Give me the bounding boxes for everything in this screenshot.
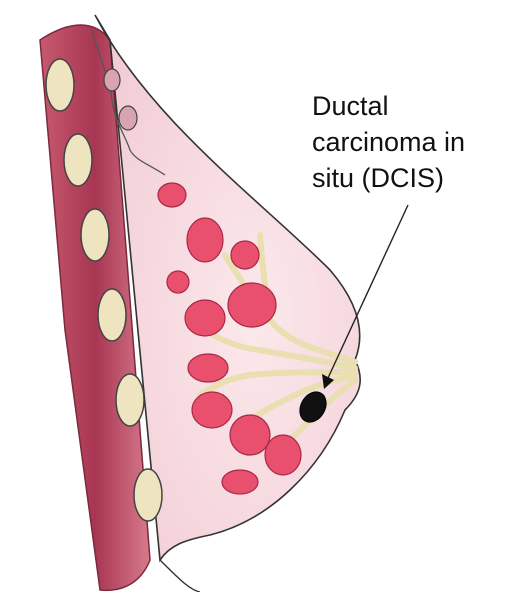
rib (81, 209, 109, 261)
lymph-node (119, 106, 137, 130)
annotation-label-line-2: carcinoma in (312, 126, 465, 158)
lobule (222, 470, 258, 494)
skin-edge (160, 560, 200, 592)
annotation-label-line-3: situ (DCIS) (312, 162, 444, 194)
rib (46, 59, 74, 111)
annotation-label-line-1: Ductal (312, 90, 389, 122)
lobule (188, 354, 228, 382)
lobule (158, 183, 186, 207)
rib (116, 374, 144, 426)
lymph-node (104, 69, 120, 91)
lobule (230, 415, 270, 455)
lobule (231, 241, 259, 269)
lobule (192, 392, 232, 428)
lobule (187, 218, 223, 262)
rib (98, 289, 126, 341)
rib (134, 469, 162, 521)
lobule (265, 435, 301, 475)
rib (64, 134, 92, 186)
lobule (185, 300, 225, 336)
lobule (228, 283, 276, 327)
lobule (167, 271, 189, 293)
